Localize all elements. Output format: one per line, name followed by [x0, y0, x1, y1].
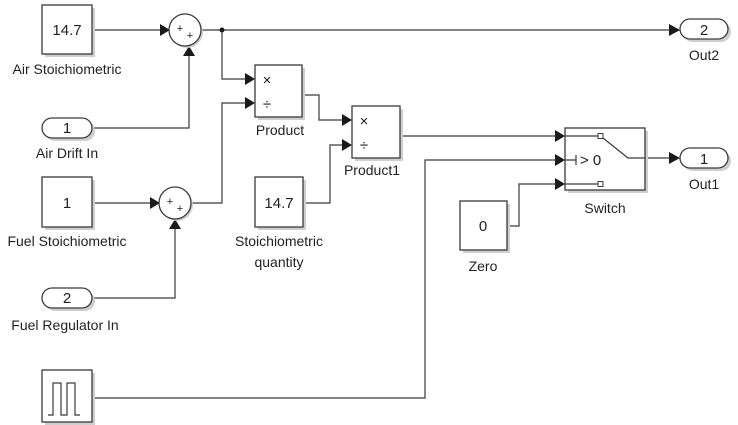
multiply-icon: ×: [263, 72, 272, 89]
outport-out1[interactable]: 1 Out1: [679, 147, 731, 192]
port-number: 1: [700, 151, 708, 168]
port-number: 2: [700, 22, 708, 39]
arrow-icon: [150, 197, 160, 209]
switch-contact: [597, 181, 604, 187]
wire-zero-switch[interactable]: [507, 183, 557, 227]
wire-pulse-switch[interactable]: [92, 159, 557, 399]
arrow-icon: [245, 97, 255, 109]
wire-sum1-product[interactable]: [221, 30, 247, 80]
block-label: Product: [256, 122, 304, 138]
arrow-icon: [169, 219, 181, 229]
port-number: 2: [63, 290, 71, 307]
arrow-icon: [555, 178, 565, 190]
switch-control-line: [565, 155, 577, 165]
inport-air-drift-in[interactable]: 1 Air Drift In: [36, 117, 98, 161]
arrow-icon: [342, 114, 352, 126]
switch-contact: [597, 133, 604, 139]
block-switch[interactable]: > 0 Switch: [564, 127, 648, 216]
block-fuel-stoichiometric[interactable]: 1 Fuel Stoichiometric: [7, 176, 127, 249]
block-label: Out2: [689, 47, 720, 63]
block-label: Out1: [689, 176, 720, 192]
divide-icon: ÷: [263, 96, 271, 113]
switch-lever-icon: [602, 137, 645, 159]
block-product1[interactable]: × ÷ Product1: [344, 105, 403, 178]
plus-sign: +: [177, 203, 183, 215]
plus-sign: +: [187, 30, 193, 42]
constant-value: 14.7: [264, 195, 293, 212]
plus-sign: +: [167, 196, 173, 208]
wire-stoichqty-product1[interactable]: [303, 144, 344, 204]
divide-icon: ÷: [360, 137, 368, 154]
block-label: Product1: [344, 162, 400, 178]
wire-fuelreg-sum2[interactable]: [92, 227, 176, 299]
branch-point: [219, 27, 225, 33]
constant-value: 1: [63, 195, 71, 212]
arrow-icon: [245, 73, 255, 85]
arrow-icon: [342, 139, 352, 151]
block-sum-fuel[interactable]: + +: [158, 186, 193, 221]
wire-airdrift-sum1[interactable]: [92, 54, 190, 129]
arrow-icon: [555, 130, 565, 142]
block-label: Fuel Stoichiometric: [7, 233, 126, 249]
block-product[interactable]: × ÷ Product: [254, 64, 305, 138]
block-air-stoichiometric[interactable]: 14.7 Air Stoichiometric: [13, 4, 122, 77]
block-label: Fuel Regulator In: [11, 317, 118, 333]
block-stoichiometric-quantity[interactable]: 14.7 Stoichiometric quantity: [235, 176, 323, 270]
block-sum-air[interactable]: + +: [168, 13, 203, 48]
block-zero[interactable]: 0 Zero: [459, 200, 510, 274]
wire-product-product1[interactable]: [302, 94, 344, 121]
port-number: 1: [63, 120, 71, 137]
wire-sum2-product[interactable]: [191, 102, 247, 204]
block-pulse-generator[interactable]: [41, 369, 95, 425]
block-label-line2: quantity: [254, 254, 303, 270]
arrowheads: [150, 24, 680, 229]
block-label: Switch: [584, 200, 625, 216]
constant-value: 14.7: [52, 22, 81, 39]
plus-sign: +: [177, 23, 183, 35]
arrow-icon: [160, 24, 170, 36]
arrow-icon: [669, 152, 680, 164]
arrow-icon: [555, 154, 565, 166]
block-label: Air Drift In: [36, 145, 98, 161]
outport-out2[interactable]: 2 Out2: [679, 18, 731, 63]
inport-fuel-regulator-in[interactable]: 2 Fuel Regulator In: [11, 287, 119, 333]
block-label: Zero: [469, 258, 498, 274]
signal-lines: [92, 27, 672, 399]
block-label: Air Stoichiometric: [13, 61, 122, 77]
arrow-icon: [183, 46, 195, 56]
block-label-line1: Stoichiometric: [235, 233, 323, 249]
pulse-generator-icon: [48, 382, 80, 416]
constant-value: 0: [479, 218, 487, 235]
arrow-icon: [669, 24, 680, 36]
switch-threshold: > 0: [580, 152, 601, 169]
multiply-icon: ×: [360, 113, 369, 130]
